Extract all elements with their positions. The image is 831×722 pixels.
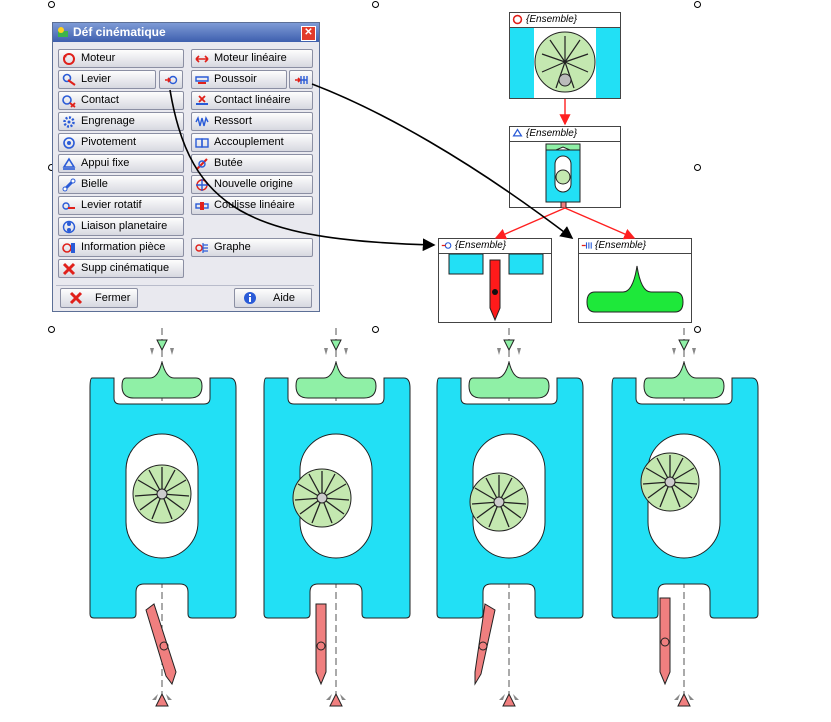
butee-button[interactable]: Butée bbox=[191, 154, 313, 173]
mechanism-position-3 bbox=[436, 327, 584, 707]
moteur-button[interactable]: Moteur bbox=[58, 49, 184, 68]
info-icon bbox=[244, 292, 256, 304]
linear-motor-icon bbox=[195, 55, 209, 63]
selection-handle[interactable] bbox=[372, 1, 379, 8]
pusher-node-preview bbox=[586, 265, 684, 313]
levier-button[interactable]: Levier bbox=[58, 70, 156, 89]
red-link-arrow bbox=[494, 207, 566, 240]
app-icon bbox=[58, 27, 68, 37]
pusher-icon bbox=[195, 76, 209, 84]
contact-icon bbox=[62, 95, 76, 108]
connecting-rod-icon bbox=[62, 178, 76, 192]
contact-lineaire-button[interactable]: Contact linéaire bbox=[191, 91, 313, 110]
nouvelle-origine-button[interactable]: Nouvelle origine bbox=[191, 175, 313, 194]
pusher-icon bbox=[581, 242, 592, 249]
graph-node-pusher[interactable]: {Ensemble} bbox=[578, 238, 692, 323]
levier-options-button[interactable] bbox=[159, 70, 183, 89]
accouplement-button[interactable]: Accouplement bbox=[191, 133, 313, 152]
selection-handle[interactable] bbox=[694, 164, 701, 171]
information-piece-button[interactable]: Information pièce bbox=[58, 238, 184, 257]
close-icon: ✕ bbox=[304, 27, 313, 38]
graphe-button[interactable]: Graphe bbox=[191, 238, 313, 257]
mechanism-position-2 bbox=[263, 327, 411, 707]
motor-node-preview bbox=[510, 28, 620, 98]
dialog-title: Déf cinématique bbox=[73, 25, 166, 39]
graph-node-fixed[interactable]: {Ensemble} bbox=[509, 126, 621, 208]
aide-button[interactable]: Aide bbox=[234, 288, 312, 308]
mechanism-sequence bbox=[89, 327, 759, 707]
selection-handle[interactable] bbox=[372, 326, 379, 333]
engrenage-button[interactable]: Engrenage bbox=[58, 112, 184, 131]
bielle-button[interactable]: Bielle bbox=[58, 175, 184, 194]
close-button[interactable]: ✕ bbox=[301, 26, 316, 41]
delete-icon bbox=[62, 262, 76, 276]
levier-rotatif-button[interactable]: Levier rotatif bbox=[58, 196, 184, 215]
lever-node-preview bbox=[448, 254, 544, 322]
coulisse-lineaire-button[interactable]: Coulisse linéaire bbox=[191, 196, 313, 215]
linear-contact-icon bbox=[196, 95, 208, 105]
selection-handle[interactable] bbox=[48, 326, 55, 333]
part-info-icon bbox=[62, 243, 75, 253]
planetary-link-icon bbox=[62, 220, 76, 234]
poussoir-button[interactable]: Poussoir bbox=[191, 70, 287, 89]
appui-fixe-button[interactable]: Appui fixe bbox=[58, 154, 184, 173]
pivot-icon bbox=[63, 137, 75, 149]
graph-node-lever[interactable]: {Ensemble} bbox=[438, 238, 552, 323]
spring-icon bbox=[195, 115, 209, 127]
linear-slide-icon bbox=[195, 202, 209, 210]
close-icon bbox=[69, 291, 83, 305]
graph-icon bbox=[195, 243, 208, 253]
lever-icon bbox=[441, 242, 452, 249]
footer-separator bbox=[56, 285, 314, 286]
gear-icon bbox=[63, 116, 75, 128]
fixed-support-icon bbox=[62, 157, 76, 170]
selection-handle[interactable] bbox=[48, 1, 55, 8]
motor-icon bbox=[63, 53, 75, 65]
button-panel: Moteur Moteur linéaire Levier Poussoir C… bbox=[58, 45, 313, 283]
supp-cinematique-button[interactable]: Supp cinématique bbox=[58, 259, 184, 278]
fixed-node-preview bbox=[545, 143, 581, 208]
selection-handle[interactable] bbox=[694, 1, 701, 8]
dialog-titlebar[interactable]: Déf cinématique ✕ bbox=[53, 23, 319, 42]
pusher-small-icon bbox=[295, 76, 308, 84]
fermer-button[interactable]: Fermer bbox=[60, 288, 138, 308]
contact-button[interactable]: Contact bbox=[58, 91, 184, 110]
coupling-icon bbox=[195, 138, 209, 148]
kinematic-definition-dialog: Déf cinématique ✕ Moteur Moteur linéaire… bbox=[52, 22, 320, 312]
pivotement-button[interactable]: Pivotement bbox=[58, 133, 184, 152]
moteur-lineaire-button[interactable]: Moteur linéaire bbox=[191, 49, 313, 68]
liaison-planetaire-button[interactable]: Liaison planetaire bbox=[58, 217, 184, 236]
graph-node-motor[interactable]: {Ensemble} bbox=[509, 12, 621, 99]
rotary-lever-icon bbox=[62, 202, 75, 210]
fixed-support-icon bbox=[512, 128, 523, 137]
new-origin-icon bbox=[196, 179, 208, 191]
mechanism-position-4 bbox=[611, 327, 759, 707]
motor-icon bbox=[512, 14, 523, 25]
lever-small-icon bbox=[165, 75, 178, 85]
stop-icon bbox=[196, 158, 208, 170]
poussoir-options-button[interactable] bbox=[289, 70, 313, 89]
selection-handle[interactable] bbox=[694, 326, 701, 333]
red-link-arrow bbox=[564, 207, 636, 240]
mechanism-position-1 bbox=[89, 327, 237, 707]
lever-icon bbox=[62, 73, 76, 86]
ressort-button[interactable]: Ressort bbox=[191, 112, 313, 131]
